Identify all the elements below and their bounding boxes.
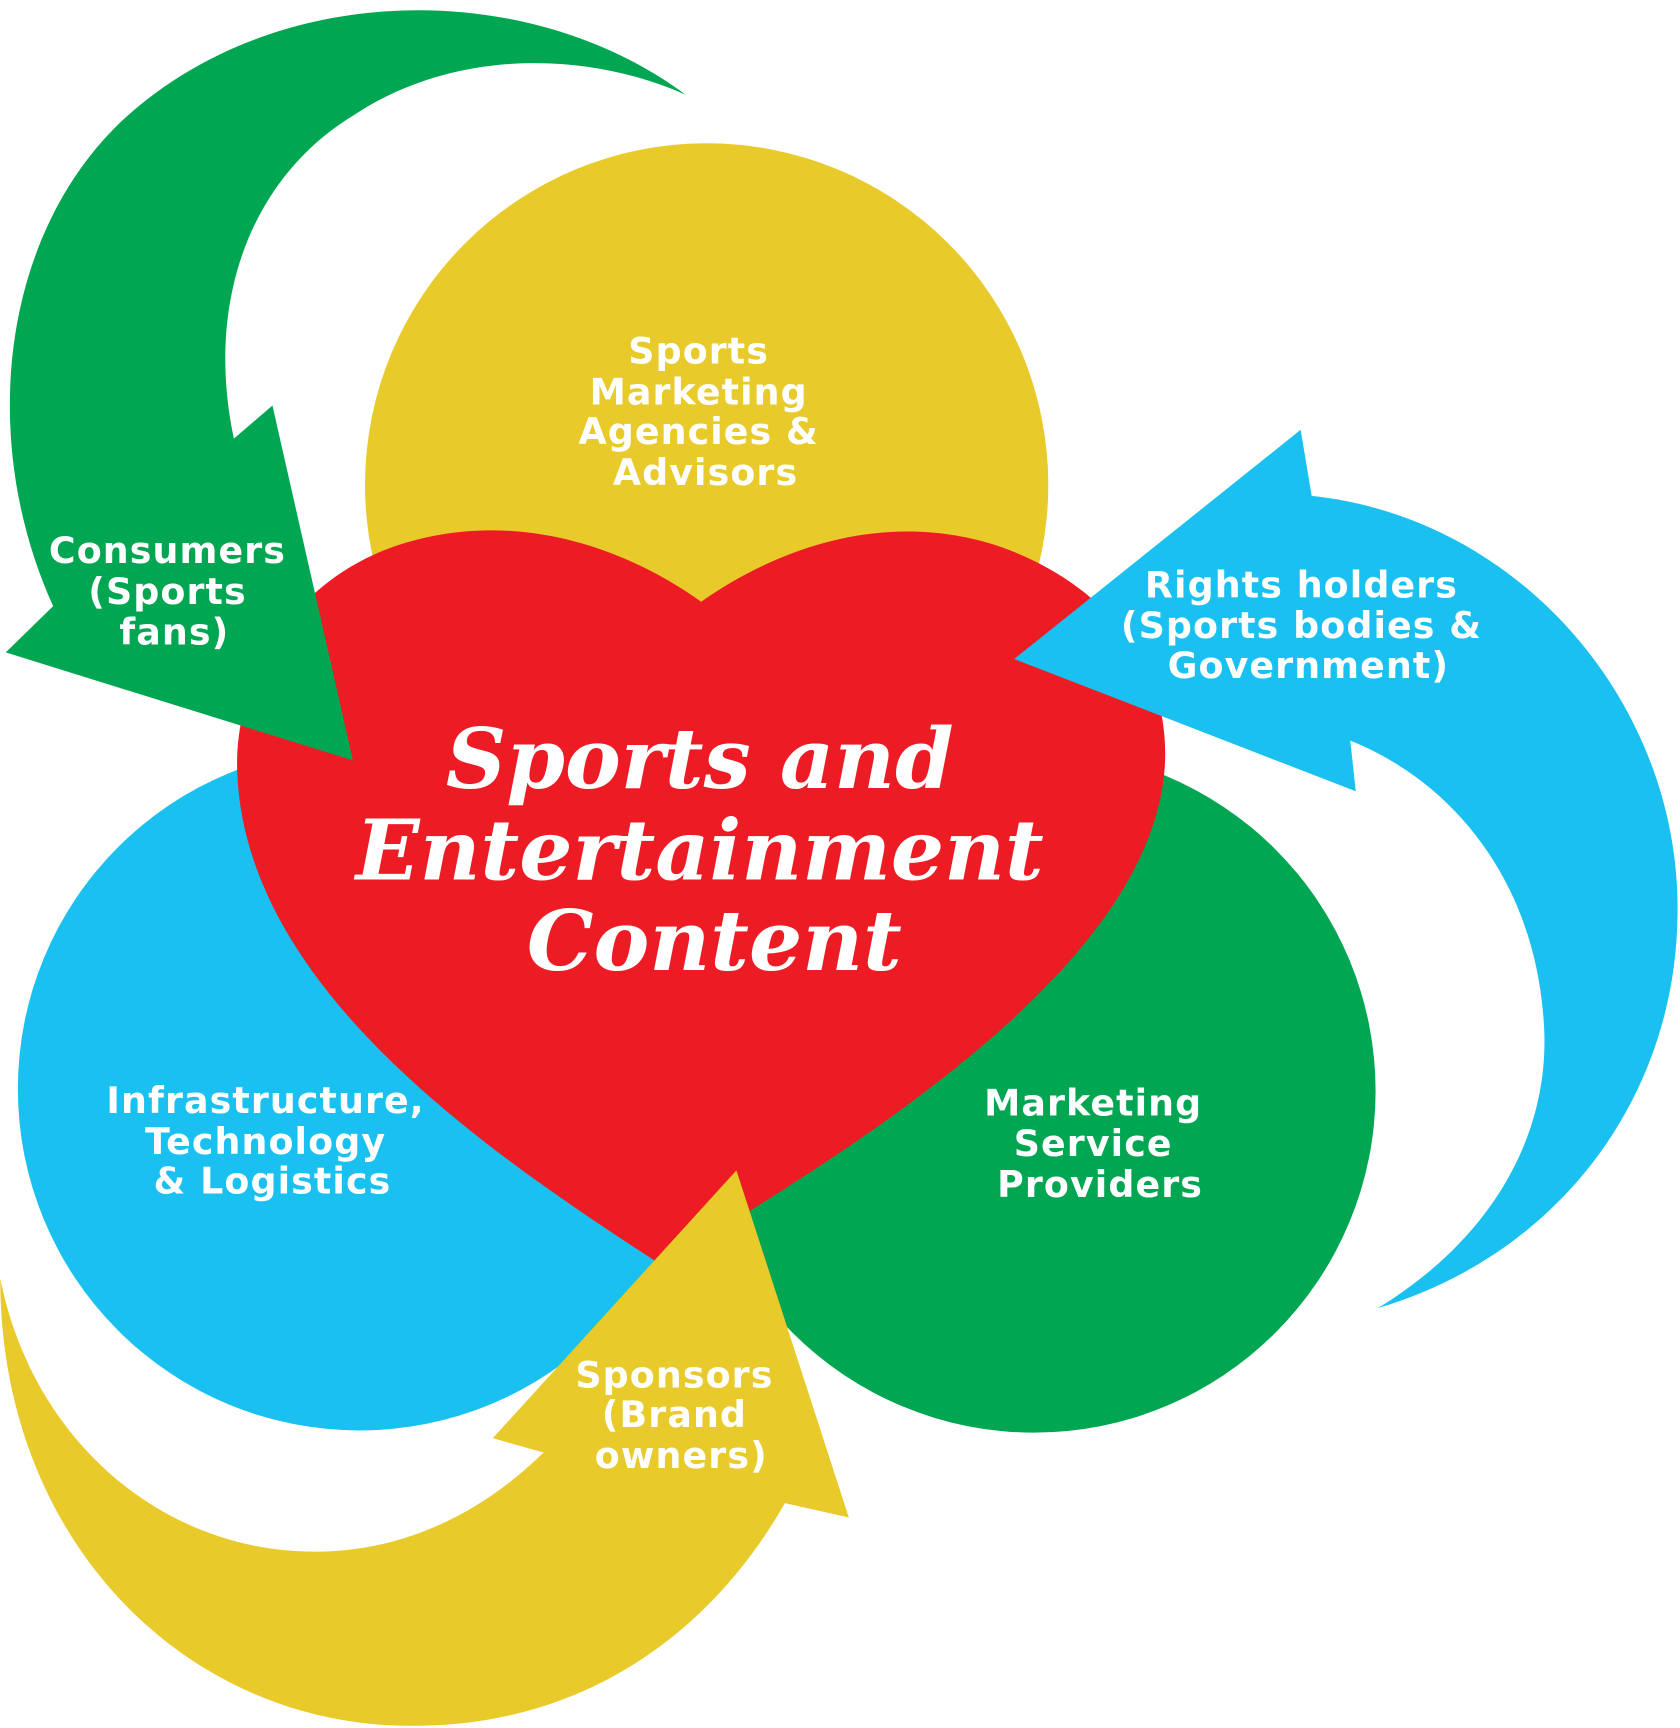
- rights-holders-arrow: [1014, 429, 1678, 1309]
- label-consumers: Consumers (Sports fans): [49, 529, 300, 654]
- label-rights-holders: Rights holders (Sports bodies & Governme…: [1121, 563, 1496, 686]
- label-marketing-service-providers: Marketing Service Providers: [984, 1081, 1216, 1206]
- sponsors-arrow: [0, 1170, 849, 1726]
- consumers-arrow: [5, 10, 686, 761]
- label-sports-marketing-agencies: Sports Marketing Agencies & Advisors: [578, 330, 832, 494]
- label-infrastructure: Infrastructure, Technology & Logistics: [106, 1079, 438, 1202]
- heart-shape: [237, 530, 1166, 1266]
- center-title: Sports and Entertainment Content: [354, 709, 1073, 990]
- label-sponsors: Sponsors (Brand owners): [575, 1353, 787, 1476]
